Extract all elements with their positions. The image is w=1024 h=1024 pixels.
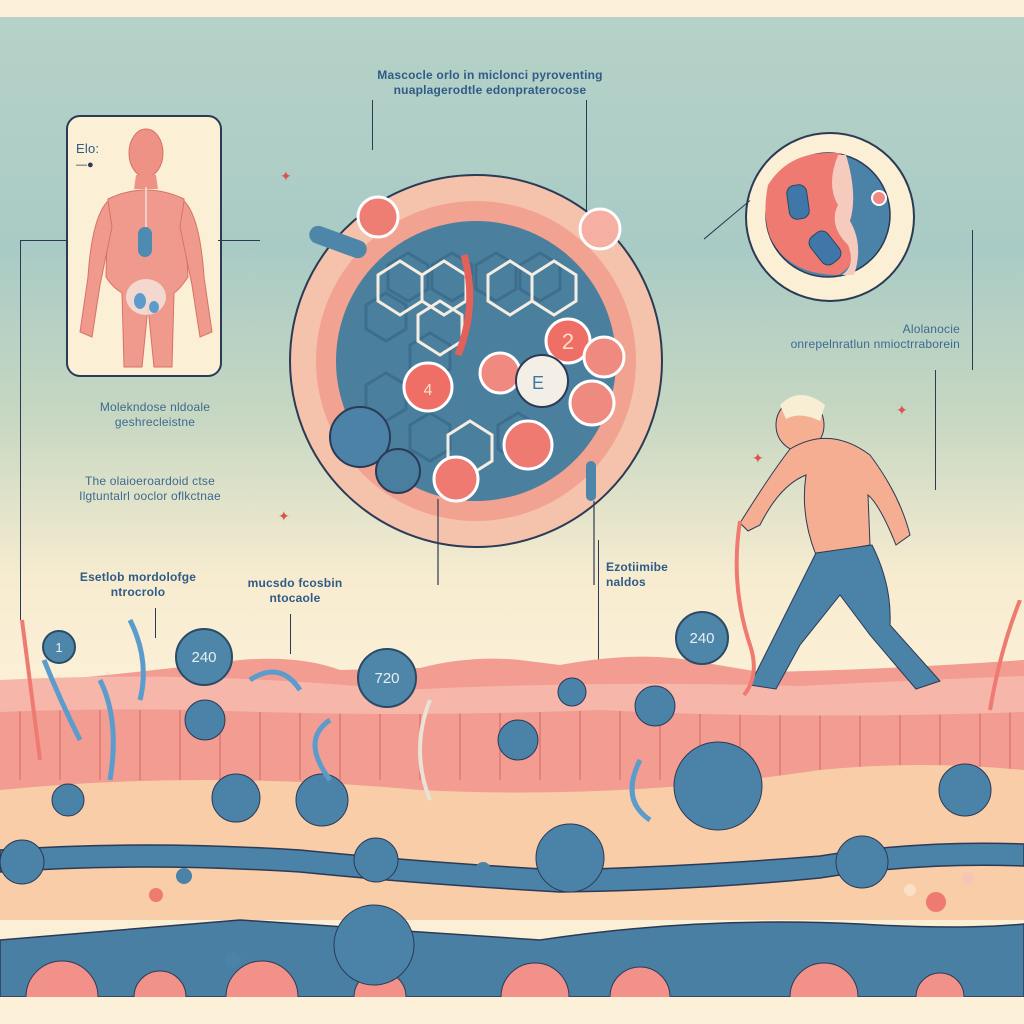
right-label-line-1: Alolanocie <box>902 322 960 336</box>
lower-label-3-line-2: naldos <box>606 575 646 589</box>
tissue-layers-illustration <box>0 600 1024 997</box>
left-label-1-line-2: geshrecleistne <box>114 415 196 429</box>
lower-label-1-line-2: ntrocrolo <box>110 585 166 599</box>
anatomy-card: Elo: —● <box>66 115 222 377</box>
marker-2: 2 <box>562 329 574 354</box>
lower-label-1-line-1: Esetlob mordolofge <box>79 570 197 584</box>
lower-label-1: Esetlob mordolofge ntrocrolo <box>78 570 198 600</box>
lower-label-2-line-1: mucsdo fcosbin <box>247 576 343 590</box>
marker-4: 4 <box>424 382 433 399</box>
number-bubble-720: 720 <box>357 648 417 708</box>
number-bubble-240-left: 240 <box>175 628 233 686</box>
title-line-1: Mascocle orlo in miclonci pyroventing <box>377 68 603 82</box>
number-bubble-240-right: 240 <box>675 611 729 665</box>
number-bubble-1: 1 <box>42 630 76 664</box>
lower-label-2: mucsdo fcosbin ntocaole <box>240 576 350 606</box>
cell-inset-circle <box>745 132 915 302</box>
sparkle-icon: ✦ <box>278 508 290 524</box>
bottom-border <box>0 997 1024 1024</box>
sparkle-icon: ✦ <box>752 450 764 466</box>
right-label: Alolanocie onrepelnratlun nmioctrraborei… <box>720 322 960 352</box>
leader-line <box>972 230 973 370</box>
sparkle-icon: ✦ <box>896 402 908 418</box>
marker-E: E <box>532 373 544 393</box>
title-line-2: nuaplagerodtle edonpraterocose <box>393 83 587 97</box>
legend-marker-icon: —● <box>76 159 94 171</box>
sparkle-icon: ✦ <box>280 168 292 184</box>
leader-line <box>290 614 291 654</box>
anatomy-card-label: Elo: <box>76 141 100 156</box>
leader-line <box>155 608 156 638</box>
lower-label-3: Ezotiimibe naldos <box>606 560 706 590</box>
magnified-molecule-circle: 2 E 4 <box>289 174 663 585</box>
lower-label-3-line-1: Ezotiimibe <box>606 560 669 574</box>
walking-man-figure <box>734 395 941 697</box>
lower-label-2-line-2: ntocaole <box>269 591 321 605</box>
leader-line <box>586 100 587 220</box>
leader-line <box>218 240 260 241</box>
left-label-2-line-1: The olaioeroardoid ctse <box>84 474 215 488</box>
leader-line <box>20 240 21 620</box>
top-border <box>0 0 1024 17</box>
leader-line <box>20 240 66 241</box>
left-label-1: Molekndose nldoale geshrecleistne <box>60 400 250 430</box>
leader-line <box>935 370 936 490</box>
diagram-title: Mascocle orlo in miclonci pyroventing nu… <box>340 68 640 98</box>
leader-line <box>598 540 599 680</box>
left-label-2: The olaioeroardoid ctse Ilgtuntalrl oocl… <box>40 474 260 504</box>
left-label-1-line-1: Molekndose nldoale <box>99 400 211 414</box>
right-label-line-2: onrepelnratlun nmioctrraborein <box>790 337 960 351</box>
human-anatomy-icon <box>79 128 213 368</box>
leader-line <box>372 100 373 150</box>
left-label-2-line-2: Ilgtuntalrl ooclor oflkctnae <box>79 489 221 503</box>
